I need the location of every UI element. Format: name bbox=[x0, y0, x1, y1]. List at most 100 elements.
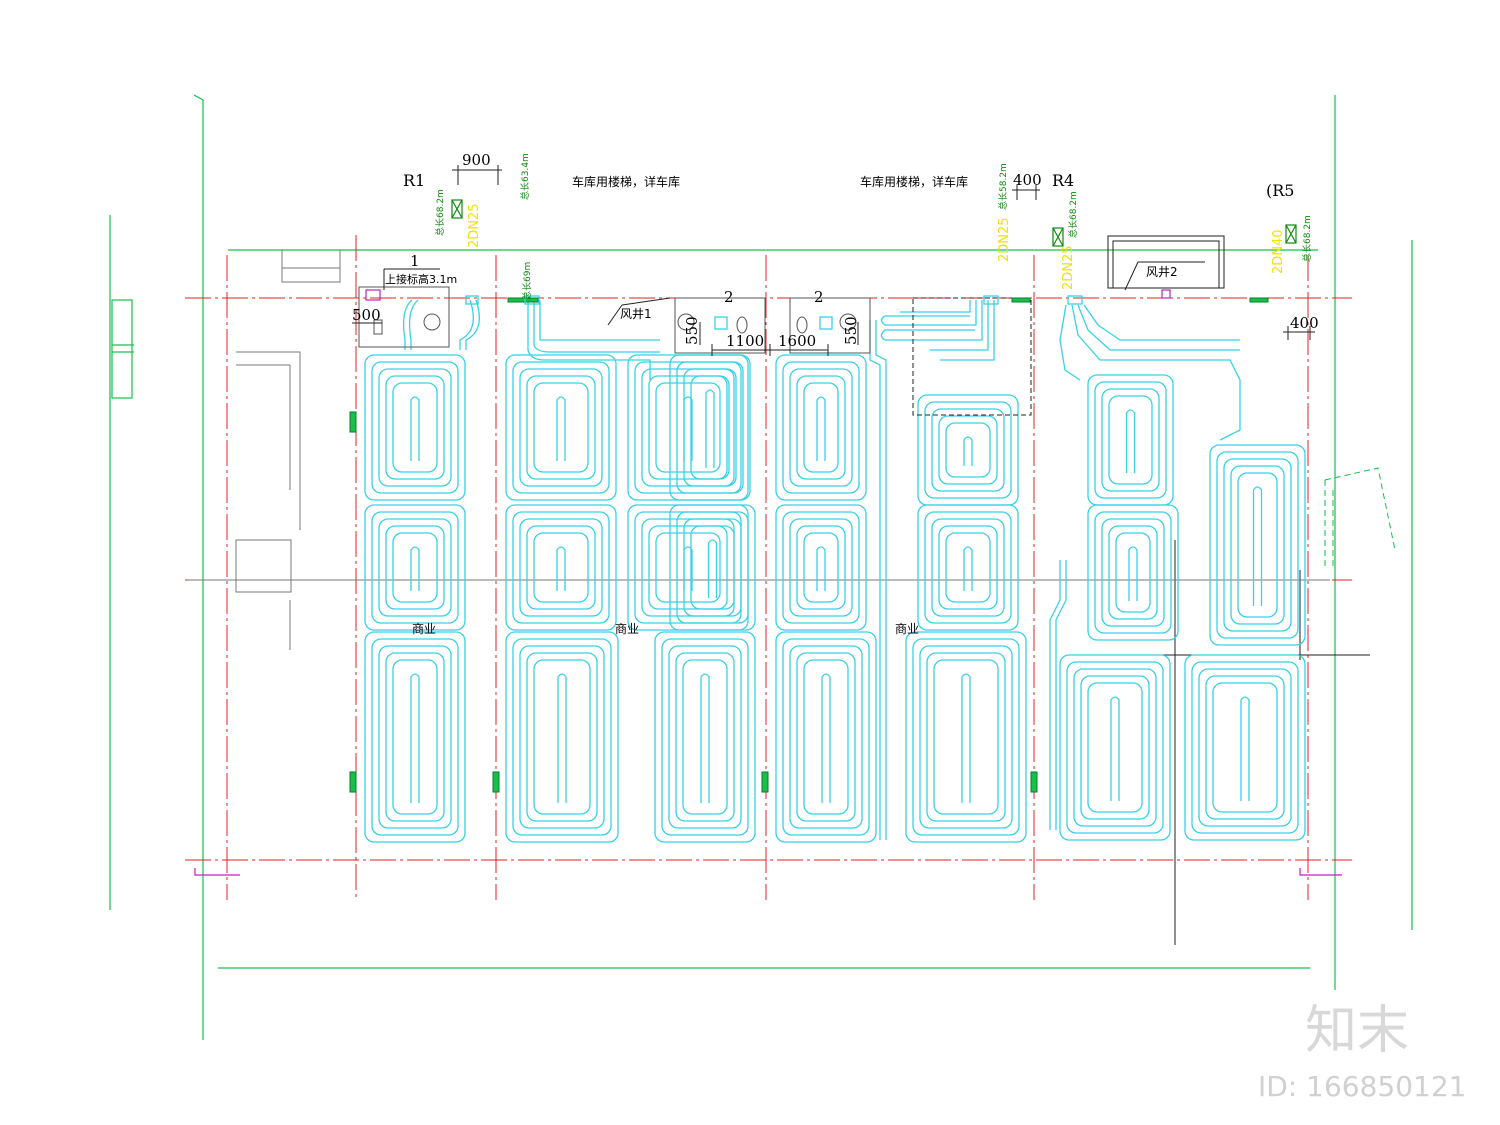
coil-loop bbox=[519, 645, 605, 829]
coil-loop bbox=[512, 511, 610, 624]
coil-loop bbox=[1087, 682, 1143, 813]
coil-loop bbox=[926, 652, 1006, 822]
coil-hairpin bbox=[821, 673, 831, 803]
shaft-2-box bbox=[1107, 235, 1225, 291]
coil-hairpin bbox=[1240, 696, 1250, 801]
coil-loop bbox=[1205, 675, 1285, 820]
dim-400-right: 400 bbox=[1290, 314, 1319, 332]
shaft-2-label: 风井2 bbox=[1146, 265, 1178, 279]
coil-hairpin bbox=[556, 396, 566, 461]
coil-loop bbox=[917, 394, 1019, 506]
coil-loop bbox=[1087, 374, 1174, 506]
coil-loop bbox=[945, 422, 991, 478]
coil-loop bbox=[1223, 458, 1292, 632]
coil-loop bbox=[938, 415, 998, 485]
length-note-5: 总长68.2m bbox=[1301, 215, 1313, 262]
coil-hairpin bbox=[700, 673, 710, 803]
coil-loop bbox=[1184, 654, 1306, 841]
coil-loop bbox=[775, 504, 867, 631]
coil-loop bbox=[533, 532, 589, 603]
pipe-label-4: 2DN40 bbox=[1271, 229, 1286, 274]
coil-loop bbox=[931, 408, 1005, 492]
dim-500: 500 bbox=[352, 306, 381, 324]
coil-loop bbox=[796, 652, 856, 822]
coil-loop bbox=[782, 511, 860, 624]
dim-1100: 1100 bbox=[726, 332, 764, 350]
stair-note-left: 车库用楼梯，详车库 bbox=[572, 174, 680, 189]
coil-loop bbox=[789, 368, 853, 487]
coil-loop bbox=[392, 659, 438, 815]
coil-loop bbox=[1230, 465, 1285, 625]
coil-loop bbox=[938, 525, 998, 610]
coil-loop bbox=[1094, 511, 1172, 634]
coil-loop bbox=[364, 631, 466, 843]
coil-loop bbox=[392, 382, 438, 473]
coil-loop bbox=[676, 511, 749, 624]
coil-hairpin bbox=[1252, 486, 1263, 606]
coil-loop bbox=[933, 659, 999, 815]
manifolds bbox=[465, 295, 1083, 330]
coil-loop bbox=[1094, 381, 1167, 499]
coil-hairpin bbox=[961, 673, 971, 803]
dim-550-left: 550 bbox=[683, 316, 701, 345]
marker-2-right: 2 bbox=[814, 288, 824, 306]
coil-loop bbox=[648, 525, 728, 610]
length-note-3: 总长58.2m bbox=[997, 163, 1009, 210]
left-room-fixtures bbox=[235, 250, 341, 650]
room-label-3: 商业 bbox=[895, 621, 919, 636]
coil-loop bbox=[371, 638, 459, 836]
coil-loop bbox=[796, 525, 846, 610]
coil-loop bbox=[505, 504, 617, 631]
marker-2-left: 2 bbox=[724, 288, 734, 306]
coil-loop bbox=[1237, 472, 1278, 618]
green-marks bbox=[349, 297, 1269, 793]
coil-loop bbox=[669, 354, 751, 501]
coil-hairpin bbox=[556, 546, 566, 591]
riser-r4: R4 bbox=[1052, 171, 1074, 190]
coil-hairpin bbox=[705, 389, 715, 468]
coil-loop bbox=[803, 382, 839, 473]
coil-hairpin bbox=[816, 396, 826, 461]
length-note-6: 总长69m bbox=[521, 262, 533, 300]
coil-loop bbox=[519, 518, 603, 617]
coil-loop bbox=[371, 511, 459, 624]
room-label-2: 商业 bbox=[615, 621, 639, 636]
dim-400-top: 400 bbox=[1013, 171, 1042, 189]
coil-loop bbox=[1198, 668, 1292, 827]
coil-loop bbox=[1059, 654, 1171, 841]
coil-loop bbox=[924, 401, 1012, 499]
coil-loop bbox=[1080, 675, 1150, 820]
pipe-label-1: 2DN25 bbox=[467, 203, 482, 248]
coil-loop bbox=[1115, 532, 1151, 613]
coil-loop bbox=[1212, 682, 1278, 813]
coil-loop bbox=[627, 504, 749, 631]
coil-loop bbox=[648, 375, 728, 480]
coil-hairpin bbox=[1110, 696, 1120, 801]
coil-loop bbox=[905, 631, 1027, 843]
coil-loop bbox=[690, 375, 730, 480]
coil-loop bbox=[789, 645, 863, 829]
coil-hairpin bbox=[707, 539, 718, 598]
coil-loop bbox=[655, 532, 721, 603]
coil-loop bbox=[775, 631, 877, 843]
watermark-id: ID: 166850121 bbox=[1258, 1070, 1466, 1103]
coil-loop bbox=[627, 354, 749, 501]
coil-loop bbox=[917, 504, 1019, 631]
coil-loop bbox=[634, 361, 742, 494]
coil-loop bbox=[1101, 388, 1160, 492]
coil-loop bbox=[519, 368, 603, 487]
coil-loop bbox=[385, 652, 445, 822]
coil-loop bbox=[533, 659, 591, 815]
elevation-note: 上接标高3.1m bbox=[385, 272, 457, 286]
length-note-2: 总长63.4m bbox=[519, 153, 531, 200]
coil-loop bbox=[533, 382, 589, 473]
dim-1600: 1600 bbox=[778, 332, 816, 350]
coil-loop bbox=[919, 645, 1013, 829]
coil-loop bbox=[782, 638, 870, 836]
coil-loop bbox=[912, 638, 1020, 836]
coil-loop bbox=[789, 518, 853, 617]
coil-loop bbox=[1108, 525, 1158, 620]
coil-hairpin bbox=[1125, 409, 1136, 473]
coil-loop bbox=[385, 375, 445, 480]
